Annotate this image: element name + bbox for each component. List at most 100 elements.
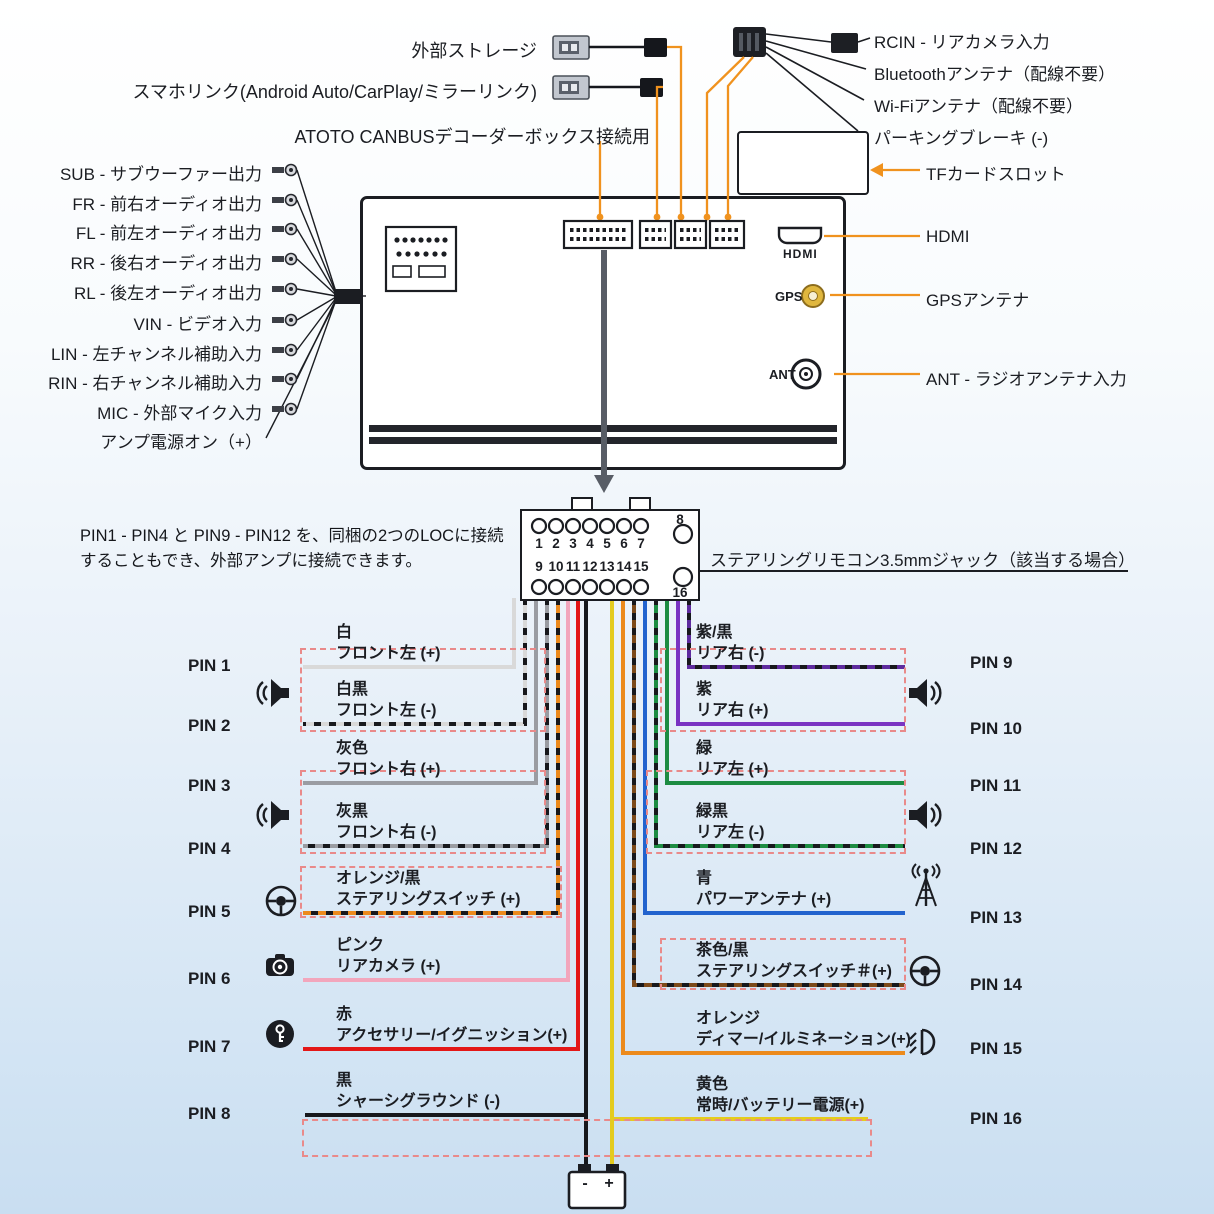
wire-color-name: 灰黒	[336, 803, 369, 820]
label-external-storage: 外部ストレージ	[411, 41, 537, 61]
label-tf-slot: TFカードスロット	[926, 165, 1066, 184]
callout-lines	[598, 45, 920, 376]
pin4-label: PIN 4	[188, 839, 231, 858]
pin8-label: PIN 8	[188, 1104, 231, 1123]
pin16-wire-label: 黄色常時/バッテリー電源(+)	[696, 1074, 864, 1116]
output-label-sub: SUB - サブウーファー出力	[59, 165, 262, 184]
pin6-wire-label: ピンクリアカメラ (+)	[336, 935, 440, 977]
wire-pin14	[632, 598, 905, 987]
battery-minus: -	[582, 1175, 588, 1192]
pin1-wire-label: 白フロント左 (+)	[336, 622, 440, 664]
wire-color-name: 緑黒	[696, 803, 729, 820]
pin-number: 4	[586, 536, 594, 551]
group-front-right-speaker	[300, 770, 546, 854]
pin4-wire-label: 灰黒フロント右 (-)	[336, 801, 436, 843]
group-front-left-speaker	[300, 648, 546, 732]
fog-lamp-icon	[906, 1028, 942, 1061]
pin1-label: PIN 1	[188, 656, 231, 675]
wire-pin2-stripe	[303, 598, 527, 726]
wire-function: リア左 (-)	[696, 824, 765, 841]
wire-pin7	[303, 598, 580, 1051]
output-label-vin: VIN - ビデオ入力	[133, 315, 262, 334]
gps-jack	[801, 284, 825, 308]
pin-number: 1	[535, 536, 543, 551]
pin-number: 8	[676, 512, 684, 527]
pin10-label: PIN 10	[970, 719, 1022, 738]
pin12-label: PIN 12	[970, 839, 1022, 858]
label-wifi: Wi-Fiアンテナ（配線不要）	[874, 97, 1083, 116]
ignition-key-icon	[264, 1018, 296, 1055]
pin11-label: PIN 11	[970, 776, 1022, 795]
rca-plug-icon	[272, 163, 298, 177]
speaker-icon	[254, 676, 292, 715]
pin10-wire-label: 紫リア右 (+)	[696, 679, 768, 721]
wire-function: リア右 (+)	[696, 702, 769, 719]
rca-plug-icon	[272, 313, 298, 327]
pin3-wire-label: 灰色フロント右 (+)	[336, 738, 440, 780]
power-connector-block	[384, 225, 458, 293]
group-battery	[302, 1119, 872, 1157]
pin-number: 15	[633, 559, 649, 574]
wire-function: アクセサリー/イグニッション(+)	[336, 1027, 568, 1044]
output-label-amp: アンプ電源オン（+）	[100, 433, 262, 452]
pin-number: 9	[535, 559, 543, 574]
wire-function: フロント左 (+)	[336, 645, 441, 662]
wire-function: フロント右 (-)	[336, 824, 437, 841]
battery-icon	[567, 1164, 627, 1210]
pin-number: 7	[637, 536, 645, 551]
wire-function: フロント右 (+)	[336, 761, 441, 778]
pin6-label: PIN 6	[188, 969, 231, 988]
label-ant: ANT - ラジオアンテナ入力	[926, 370, 1127, 389]
wire-pin5-stripe	[303, 598, 560, 915]
pin5-wire-label: オレンジ/黒ステアリングスイッチ (+)	[336, 868, 520, 910]
pin15-wire-label: オレンジディマー/イルミネーション(+)	[696, 1008, 911, 1050]
label-canbus: ATOTO CANBUSデコーダーボックス接続用	[294, 127, 651, 147]
pin2-wire-label: 白黒フロント左 (-)	[336, 679, 436, 721]
pin-number: 11	[565, 559, 581, 574]
steering-wheel-icon	[264, 884, 298, 923]
label-parking-brake: パーキングブレーキ (-)	[874, 129, 1049, 148]
power-antenna-icon	[906, 862, 946, 915]
wire-function: リア左 (+)	[696, 761, 769, 778]
pin7-wire-label: 赤アクセサリー/イグニッション(+)	[336, 1004, 567, 1046]
harness-arrow	[594, 250, 614, 493]
connector-pins	[570, 228, 739, 241]
rca-plug-icon	[272, 252, 298, 266]
pin-number: 13	[599, 559, 615, 574]
wire-function: パワーアンテナ (+)	[696, 891, 832, 908]
wire-color-name: 茶色/黒	[696, 942, 749, 959]
usb-plug-icon	[552, 35, 590, 60]
wire-pin8	[305, 598, 588, 1166]
pin9-label: PIN 9	[970, 653, 1013, 672]
pin3-label: PIN 3	[188, 776, 231, 795]
wire-function: ステアリングスイッチ (+)	[336, 891, 521, 908]
rca-plug-icon	[272, 343, 298, 357]
pin-number: 5	[603, 536, 611, 551]
wire-color-name: 紫	[696, 681, 713, 698]
output-label-rl: RL - 後左オーディオ出力	[73, 284, 262, 303]
wire-color-name: 灰色	[336, 740, 369, 757]
pin12-wire-label: 緑黒リア左 (-)	[696, 801, 764, 843]
rca-plug-icon	[272, 193, 298, 207]
rca-fan-lines	[265, 169, 366, 439]
speaker-icon	[906, 676, 944, 715]
loc-note-line2: することもでき、外部アンプに接続できます。	[80, 552, 422, 570]
wire-pin11	[665, 598, 905, 785]
label-rcin: RCIN - リアカメラ入力	[874, 33, 1050, 52]
tf-arrowhead	[870, 163, 883, 177]
pin9-wire-label: 紫/黒リア右 (-)	[696, 622, 764, 664]
label-bluetooth: Bluetoothアンテナ（配線不要）	[874, 65, 1116, 84]
group-rear-right-speaker	[660, 648, 906, 732]
wire-color-name: 黒	[336, 1072, 353, 1089]
gps-port-label: GPS	[775, 289, 803, 304]
wire-color-name: 赤	[336, 1006, 353, 1023]
rca-plug-icon	[272, 402, 298, 416]
hdmi-port	[777, 226, 823, 245]
usb-plug-icon	[552, 75, 590, 100]
rca-plug-icons	[272, 163, 298, 416]
pin8-wire-label: 黒シャーシグラウンド (-)	[336, 1070, 500, 1112]
group-rear-left-speaker	[646, 770, 906, 854]
pin5-label: PIN 5	[188, 902, 231, 921]
rca-plug-icon	[272, 372, 298, 386]
